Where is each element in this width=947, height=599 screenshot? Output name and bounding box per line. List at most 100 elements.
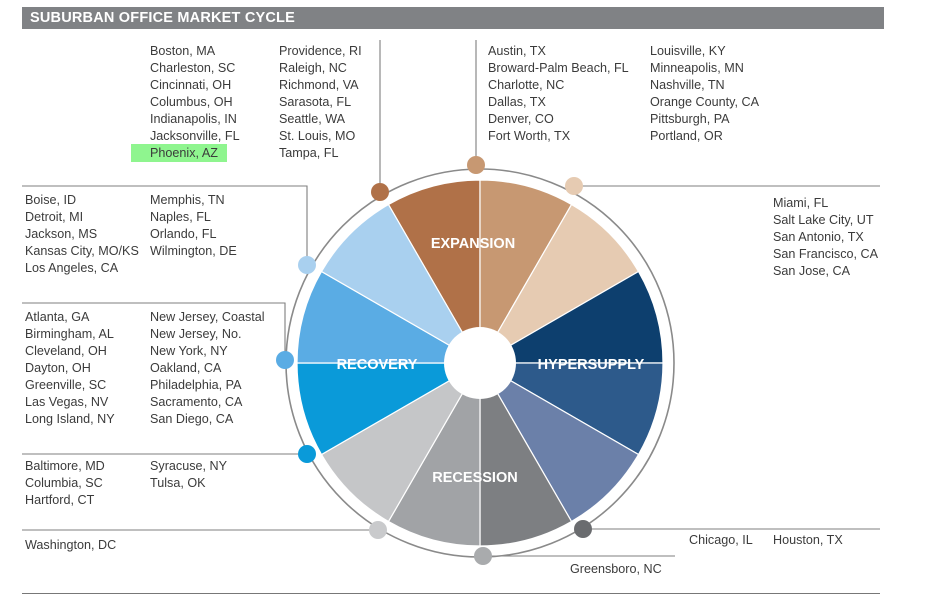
city-label: Detroit, MI xyxy=(25,210,84,224)
wheel-segment-recov-2 xyxy=(296,270,483,364)
title-bar: SUBURBAN OFFICE MARKET CYCLE xyxy=(22,7,884,29)
city-label: Kansas City, MO/KS xyxy=(25,244,139,258)
city-label: Boston, MA xyxy=(150,44,216,58)
city-label: Greenville, SC xyxy=(25,378,107,392)
wheel-segment-rec-3 xyxy=(320,361,482,523)
city-label: Providence, RI xyxy=(279,44,362,58)
city-label: Washington, DC xyxy=(25,538,117,552)
wheel-segment-hyp-2 xyxy=(477,362,664,456)
city-label: Cleveland, OH xyxy=(25,344,107,358)
connector-lines xyxy=(22,40,880,557)
phase-label-expansion: EXPANSION xyxy=(431,236,515,252)
city-label: St. Louis, MO xyxy=(279,129,356,143)
phase-label-recession: RECESSION xyxy=(432,470,517,486)
city-label: Birmingham, AL xyxy=(25,327,114,341)
city-list: Washington, DC xyxy=(25,537,116,554)
city-label: Dallas, TX xyxy=(488,95,546,109)
city-label: Houston, TX xyxy=(773,533,843,547)
wheel-segment-rec-1 xyxy=(479,360,573,547)
city-list: Houston, TX xyxy=(773,532,843,549)
city-label: Orange County, CA xyxy=(650,95,759,109)
city-label: Salt Lake City, UT xyxy=(773,213,874,227)
city-label: Miami, FL xyxy=(773,196,829,210)
wheel-segment-hyp-1 xyxy=(477,270,664,364)
phase-label-recovery: RECOVERY xyxy=(337,357,418,373)
city-label: San Diego, CA xyxy=(150,412,234,426)
city-label: Wilmington, DE xyxy=(150,244,237,258)
city-label: Greensboro, NC xyxy=(570,562,662,576)
wheel-segment-exp-2 xyxy=(479,179,573,366)
city-list: Syracuse, NY Tulsa, OK xyxy=(150,458,227,492)
city-label: Memphis, TN xyxy=(150,193,225,207)
city-label: Naples, FL xyxy=(150,210,211,224)
city-label: Minneapolis, MN xyxy=(650,61,744,75)
city-label: Nashville, TN xyxy=(650,78,725,92)
city-label: Dayton, OH xyxy=(25,361,91,375)
city-label: Louisville, KY xyxy=(650,44,726,58)
city-label: Tulsa, OK xyxy=(150,476,206,490)
city-label: Las Vegas, NV xyxy=(25,395,109,409)
cycle-position-dot xyxy=(565,177,583,195)
wheel-segments xyxy=(296,179,664,547)
cycle-position-dot xyxy=(474,547,492,565)
cycle-position-dot xyxy=(371,183,389,201)
city-list: Chicago, IL xyxy=(689,532,753,549)
city-label: New Jersey, No. xyxy=(150,327,242,341)
city-label: Seattle, WA xyxy=(279,112,346,126)
city-list: Baltimore, MD Columbia, SC Hartford, CT xyxy=(25,458,105,509)
phase-dots xyxy=(276,156,592,565)
wheel-segment-recov-1 xyxy=(296,362,483,456)
cycle-position-dot xyxy=(276,351,294,369)
city-label: Pittsburgh, PA xyxy=(650,112,730,126)
city-label: Atlanta, GA xyxy=(25,310,90,324)
city-label: Sarasota, FL xyxy=(279,95,352,109)
city-label: Oakland, CA xyxy=(150,361,222,375)
highlight-marker: Phoenix, AZ xyxy=(131,144,227,162)
city-label: Charleston, SC xyxy=(150,61,236,75)
bottom-rule xyxy=(22,593,880,594)
city-label: Jackson, MS xyxy=(25,227,98,241)
cycle-position-dot xyxy=(298,256,316,274)
city-label: Cincinnati, OH xyxy=(150,78,232,92)
wheel-segment-exp-3 xyxy=(478,203,640,365)
cycle-position-dot xyxy=(467,156,485,174)
city-label: Hartford, CT xyxy=(25,493,95,507)
city-label: Los Angeles, CA xyxy=(25,261,119,275)
city-label: Orlando, FL xyxy=(150,227,217,241)
connector-line xyxy=(22,302,286,360)
city-label: Tampa, FL xyxy=(279,146,339,160)
city-label: Austin, TX xyxy=(488,44,546,58)
wheel-segment-exp-1 xyxy=(387,179,481,366)
center-hub xyxy=(444,327,516,399)
city-list: Greensboro, NC xyxy=(570,561,662,578)
city-label: Fort Worth, TX xyxy=(488,129,571,143)
city-label: Boise, ID xyxy=(25,193,77,207)
phase-label-hypersupply: HYPERSUPPLY xyxy=(538,357,645,373)
city-label: Baltimore, MD xyxy=(25,459,105,473)
city-list: Louisville, KY Minneapolis, MN Nashville, … xyxy=(650,43,759,145)
city-label: Columbia, SC xyxy=(25,476,103,490)
city-label: Syracuse, NY xyxy=(150,459,227,473)
cycle-position-dot xyxy=(369,521,387,539)
city-list: Providence, RI Raleigh, NC Richmond, VA Sar… xyxy=(279,43,362,162)
city-label: Raleigh, NC xyxy=(279,61,347,75)
chart-title: SUBURBAN OFFICE MARKET CYCLE xyxy=(30,10,295,26)
wheel-segment-recov-3 xyxy=(320,203,482,365)
city-label: Broward-Palm Beach, FL xyxy=(488,61,629,75)
connector-line xyxy=(22,185,308,265)
cycle-position-dot xyxy=(298,445,316,463)
cycle-position-dot xyxy=(574,520,592,538)
city-list: Atlanta, GA Birmingham, AL Cleveland, OH Da… xyxy=(25,309,115,428)
city-label: San Antonio, TX xyxy=(773,230,864,244)
wheel-segment-hyp-3 xyxy=(478,361,640,523)
city-label: Indianapolis, IN xyxy=(150,112,237,126)
wheel-segment-rec-2 xyxy=(387,360,481,547)
city-label: Jacksonville, FL xyxy=(150,129,240,143)
city-label: Chicago, IL xyxy=(689,533,753,547)
city-label: New Jersey, Coastal xyxy=(150,310,265,324)
city-list: Miami, FL Salt Lake City, UT San Antonio, … xyxy=(773,195,878,280)
city-label: Richmond, VA xyxy=(279,78,359,92)
